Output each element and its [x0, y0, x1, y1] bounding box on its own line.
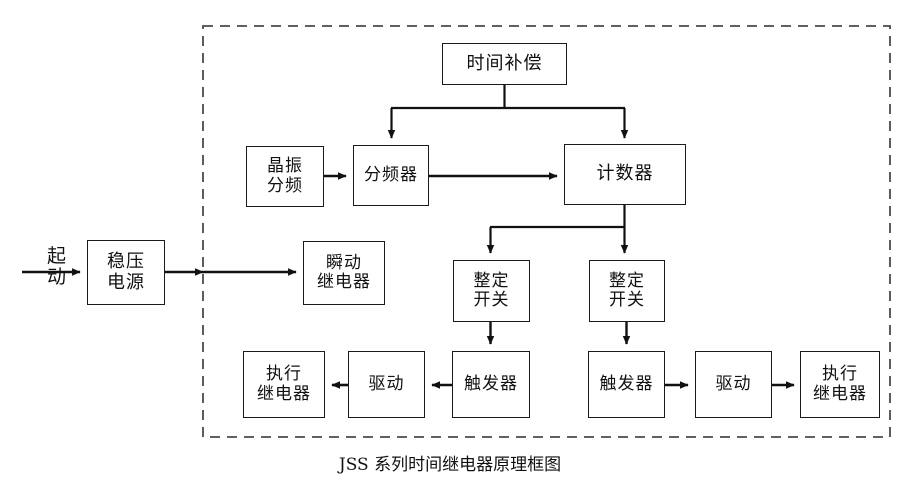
box-setting-switch-right[interactable]: 整定 开关 — [589, 260, 665, 322]
connector-compensation-split — [387, 85, 629, 139]
box-trigger-right[interactable]: 触发器 — [588, 351, 665, 418]
box-driver-right[interactable]: 驱动 — [695, 351, 772, 418]
box-output-relay-right[interactable]: 执行 继电器 — [800, 351, 880, 418]
diagram-caption: JSS 系列时间继电器原理框图 — [338, 455, 562, 475]
box-setting-switch-left[interactable]: 整定 开关 — [453, 260, 530, 322]
box-crystal-divider[interactable]: 晶振 分频 — [246, 146, 324, 207]
start-label: 起 动 — [46, 245, 67, 288]
box-trigger-left[interactable]: 触发器 — [452, 351, 530, 418]
box-driver-left[interactable]: 驱动 — [348, 351, 425, 418]
box-counter[interactable]: 计数器 — [564, 144, 686, 205]
box-time-compensation[interactable]: 时间补偿 — [442, 43, 567, 85]
box-frequency-divider[interactable]: 分频器 — [353, 145, 429, 206]
box-regulated-power-supply[interactable]: 稳压 电源 — [87, 240, 165, 305]
box-output-relay-left[interactable]: 执行 继电器 — [243, 351, 325, 418]
dashed-enclosure — [202, 25, 891, 438]
connector-counter-split — [486, 205, 629, 254]
box-instant-relay[interactable]: 瞬动 继电器 — [303, 241, 385, 305]
